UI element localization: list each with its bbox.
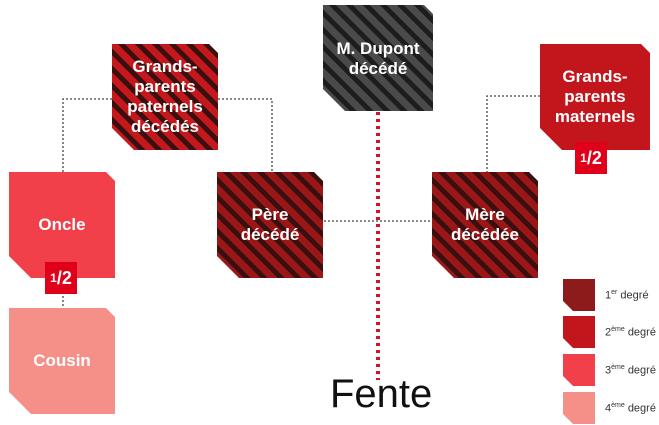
legend-item-4: 4ème degré (563, 392, 656, 424)
node-oncle: Oncle (9, 172, 115, 278)
legend-label: 1er degré (605, 288, 649, 302)
node-label: M. Dupont décédé (336, 39, 420, 78)
link-gp-paternels-oncle (62, 98, 112, 172)
node-label: Oncle (38, 215, 86, 234)
node-label: Mère décédée (450, 205, 520, 244)
half-badge-oncle: 1/2 (45, 262, 77, 294)
legend-item-2: 2ème degré (563, 316, 656, 348)
node-label: Cousin (33, 351, 91, 370)
node-label: Grands-parents maternels (554, 67, 636, 126)
legend-item-1: 1er degré (563, 279, 649, 311)
node-grands-parents-maternels: Grands-parents maternels (540, 44, 650, 150)
node-m-dupont: M. Dupont décédé (323, 5, 433, 111)
legend-swatch (563, 279, 595, 311)
link-gp-paternels-pere (218, 98, 273, 172)
legend-label: 2ème degré (605, 325, 656, 339)
legend-item-3: 3ème degré (563, 354, 656, 386)
fraction-denominator: 2 (591, 147, 602, 168)
legend-swatch (563, 316, 595, 348)
legend-label: 4ème degré (605, 401, 656, 415)
node-label: Père décédé (240, 205, 300, 244)
fente-caption: Fente (330, 372, 433, 416)
node-pere: Père décédé (217, 172, 323, 278)
legend-label: 3ème degré (605, 363, 656, 377)
node-grands-parents-paternels: Grands-parents paternels décédés (112, 44, 218, 150)
node-cousin: Cousin (9, 308, 115, 414)
node-mere: Mère décédée (432, 172, 538, 278)
fraction-denominator: 2 (61, 267, 72, 288)
legend-swatch (563, 392, 595, 424)
legend-swatch (563, 354, 595, 386)
half-badge-maternel: 1/2 (575, 142, 607, 174)
link-gp-maternels-mere (486, 95, 540, 172)
node-label: Grands-parents paternels décédés (127, 57, 203, 136)
